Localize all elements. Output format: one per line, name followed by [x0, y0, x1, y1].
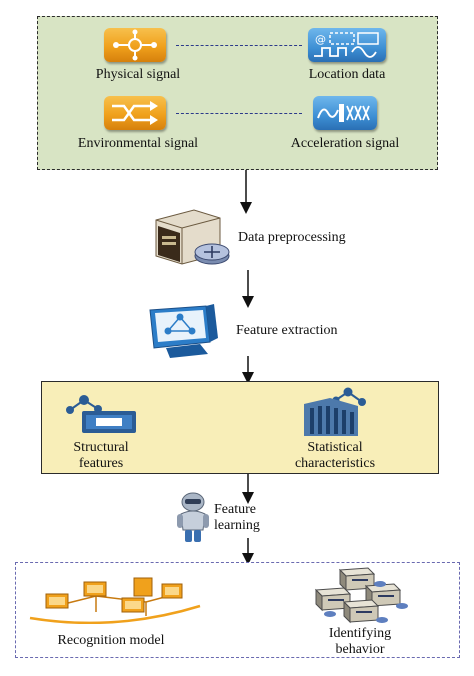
server-cluster-icon [310, 566, 410, 624]
identifying-behavior-label-line2: behavior [335, 642, 385, 657]
statistical-characteristics-label-line1: Statistical [307, 440, 363, 455]
identifying-behavior-label-line1: Identifying [328, 626, 392, 641]
outputs-panel [15, 562, 460, 658]
feature-learning-label-line2: learning [214, 518, 260, 533]
location-data-label: Location data [308, 67, 386, 82]
environmental-signal-label: Environmental signal [77, 136, 199, 151]
structural-features-label-line1: Structural [73, 440, 129, 455]
physical-location-connector [176, 45, 302, 46]
data-preprocessing-label: Data preprocessing [238, 230, 346, 245]
computer-network-icon [26, 572, 204, 625]
feature-learning-label-line1: Feature [214, 502, 256, 517]
physical-signal-label: Physical signal [95, 67, 181, 82]
statistical-characteristics-label-line2: characteristics [294, 456, 376, 471]
monitor-network-icon [146, 304, 230, 360]
acceleration-signal-label: Acceleration signal [290, 136, 400, 151]
structural-features-label-line2: features [78, 456, 124, 471]
building-network-icon [300, 386, 370, 438]
orange-arrows-tile-icon [104, 96, 166, 130]
environmental-acceleration-connector [176, 113, 302, 114]
network-monitor-icon [62, 392, 140, 438]
svg-text:@: @ [315, 33, 326, 46]
blue-wave-tile-icon [313, 96, 377, 130]
server-router-icon [150, 206, 232, 268]
robot-figure-icon [173, 492, 213, 544]
orange-network-tile-icon [104, 28, 166, 62]
blue-pulse-tile-icon: @ [308, 28, 386, 62]
recognition-model-label: Recognition model [57, 633, 165, 648]
feature-extraction-label: Feature extraction [236, 323, 338, 338]
